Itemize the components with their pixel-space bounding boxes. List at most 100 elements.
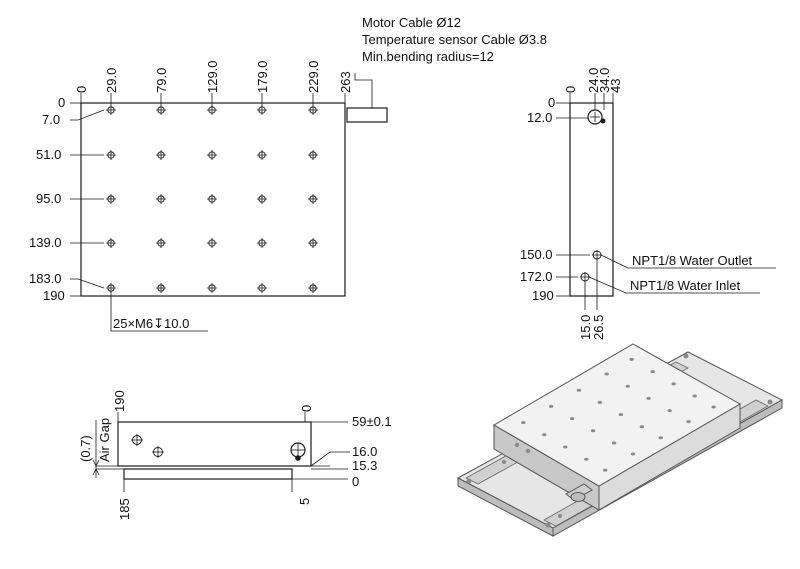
side-view-outline	[569, 102, 614, 297]
top-view-outline	[80, 102, 346, 297]
iso-mounting-hole	[597, 400, 603, 404]
x-label-129: 129.0	[205, 60, 220, 93]
hole-crosshair	[106, 238, 116, 248]
side-bottom-labels: 15.0 26.5	[578, 315, 606, 340]
hole-crosshair	[257, 283, 267, 293]
iso-mounting-hole	[711, 405, 716, 409]
iso-mounting-hole	[590, 429, 596, 433]
hole-crosshair	[156, 238, 166, 248]
iso-mounting-hole	[576, 388, 582, 392]
hole-crosshair	[308, 238, 318, 248]
side-x-label-34: 34.0	[597, 68, 612, 93]
hole-crosshair	[308, 105, 318, 115]
side-x-label-24: 24.0	[586, 68, 601, 93]
iso-mounting-hole	[548, 404, 554, 408]
hole-crosshair	[156, 194, 166, 204]
front-top-label-0: 0	[299, 405, 314, 412]
top-x-labels: 0 29.0 79.0 129.0 179.0 229.0 263	[74, 60, 353, 93]
outlet-leader	[600, 254, 776, 269]
front-bottom-label-185: 185	[117, 498, 132, 520]
hole-crosshair	[207, 105, 217, 115]
mounting-hole-grid	[106, 105, 318, 293]
iso-mounting-hole	[650, 370, 655, 374]
x-label-263: 263	[338, 71, 353, 93]
hole-crosshair	[207, 194, 217, 204]
hole-callout-leader	[110, 290, 208, 332]
x-label-0: 0	[74, 86, 89, 93]
linear-motor-3d-icon	[456, 343, 784, 537]
hole-crosshair	[207, 283, 217, 293]
hole-crosshair	[207, 238, 217, 248]
side-view: 0 24.0 34.0 43 0 12.0 150.0 172.0 190	[520, 68, 776, 340]
iso-mounting-hole	[618, 413, 624, 417]
y-label-51: 51.0	[36, 147, 61, 162]
top-y-labels: 0 7.0 51.0 95.0 139.0 183.0 190	[29, 95, 65, 303]
y-label-7: 7.0	[42, 112, 60, 127]
front-right-label-0: 0	[352, 474, 359, 489]
iso-mounting-hole	[667, 409, 672, 413]
side-top-extensions	[569, 93, 614, 110]
iso-mounting-hole	[611, 441, 617, 445]
iso-mounting-hole	[625, 384, 630, 388]
iso-mounting-hole	[563, 445, 568, 449]
side-x-label-0: 0	[563, 86, 578, 93]
iso-mounting-hole	[604, 372, 609, 376]
front-top-label-190: 190	[112, 390, 127, 412]
side-y-label-12: 12.0	[527, 110, 552, 125]
hole-crosshair	[106, 194, 116, 204]
side-bottom-label-26-5: 26.5	[591, 315, 606, 340]
side-x-labels: 0 24.0 34.0 43	[563, 68, 623, 93]
hole-callout: 25×M6↧10.0	[113, 316, 189, 331]
hole-crosshair	[156, 105, 166, 115]
iso-mounting-hole	[542, 433, 547, 437]
y-label-95: 95.0	[36, 191, 61, 206]
front-bottom-label-5: 5	[297, 498, 312, 505]
x-label-29: 29.0	[104, 68, 119, 93]
iso-mounting-hole	[639, 425, 645, 429]
hole-crosshair	[308, 283, 318, 293]
front-view-outline	[117, 421, 312, 467]
x-label-179: 179.0	[255, 60, 270, 93]
front-right-extensions	[292, 421, 350, 480]
water-outlet-label: NPT1/8 Water Outlet	[632, 253, 753, 268]
side-y-label-0: 0	[548, 95, 555, 110]
front-right-label-15-3: 15.3	[352, 458, 377, 473]
air-gap-value: (0.7)	[78, 435, 93, 462]
front-view: 190 0 185 5 59±0.1 16.0 15.3 0 (	[78, 390, 392, 520]
iso-mounting-hole	[646, 396, 651, 400]
front-right-label-16: 16.0	[352, 444, 377, 459]
side-left-extensions	[556, 102, 590, 297]
note-bending-radius: Min.bending radius=12	[362, 49, 494, 64]
iso-mounting-hole	[602, 468, 608, 472]
x-label-79: 79.0	[154, 68, 169, 93]
note-motor-cable: Motor Cable Ø12	[362, 15, 461, 30]
y-label-190: 190	[43, 288, 65, 303]
y-label-0: 0	[58, 95, 65, 110]
hole-crosshair	[106, 105, 116, 115]
side-y-label-190: 190	[532, 288, 554, 303]
iso-mounting-hole	[686, 420, 691, 424]
left-extension-lines	[70, 102, 105, 297]
cable-leader	[354, 73, 373, 108]
cable-stub	[346, 107, 388, 123]
iso-mounting-hole	[629, 357, 634, 361]
x-label-229: 229.0	[306, 60, 321, 93]
iso-mounting-hole	[630, 452, 636, 456]
iso-top-hole-grid	[521, 357, 716, 472]
hole-crosshair	[308, 194, 318, 204]
side-y-label-172: 172.0	[520, 269, 553, 284]
y-label-139: 139.0	[29, 235, 62, 250]
iso-mounting-hole	[569, 417, 575, 421]
front-magnet-plate	[123, 468, 293, 480]
side-bottom-label-15: 15.0	[578, 315, 593, 340]
cable-port-icon	[587, 109, 603, 125]
hole-crosshair	[257, 194, 267, 204]
side-y-label-150: 150.0	[520, 247, 553, 262]
iso-mounting-hole	[584, 457, 589, 461]
hole-crosshair	[257, 105, 267, 115]
front-right-label-59: 59±0.1	[352, 414, 392, 429]
hole-crosshair	[308, 150, 318, 160]
iso-mounting-hole	[671, 382, 676, 386]
side-x-label-43: 43	[608, 79, 623, 93]
